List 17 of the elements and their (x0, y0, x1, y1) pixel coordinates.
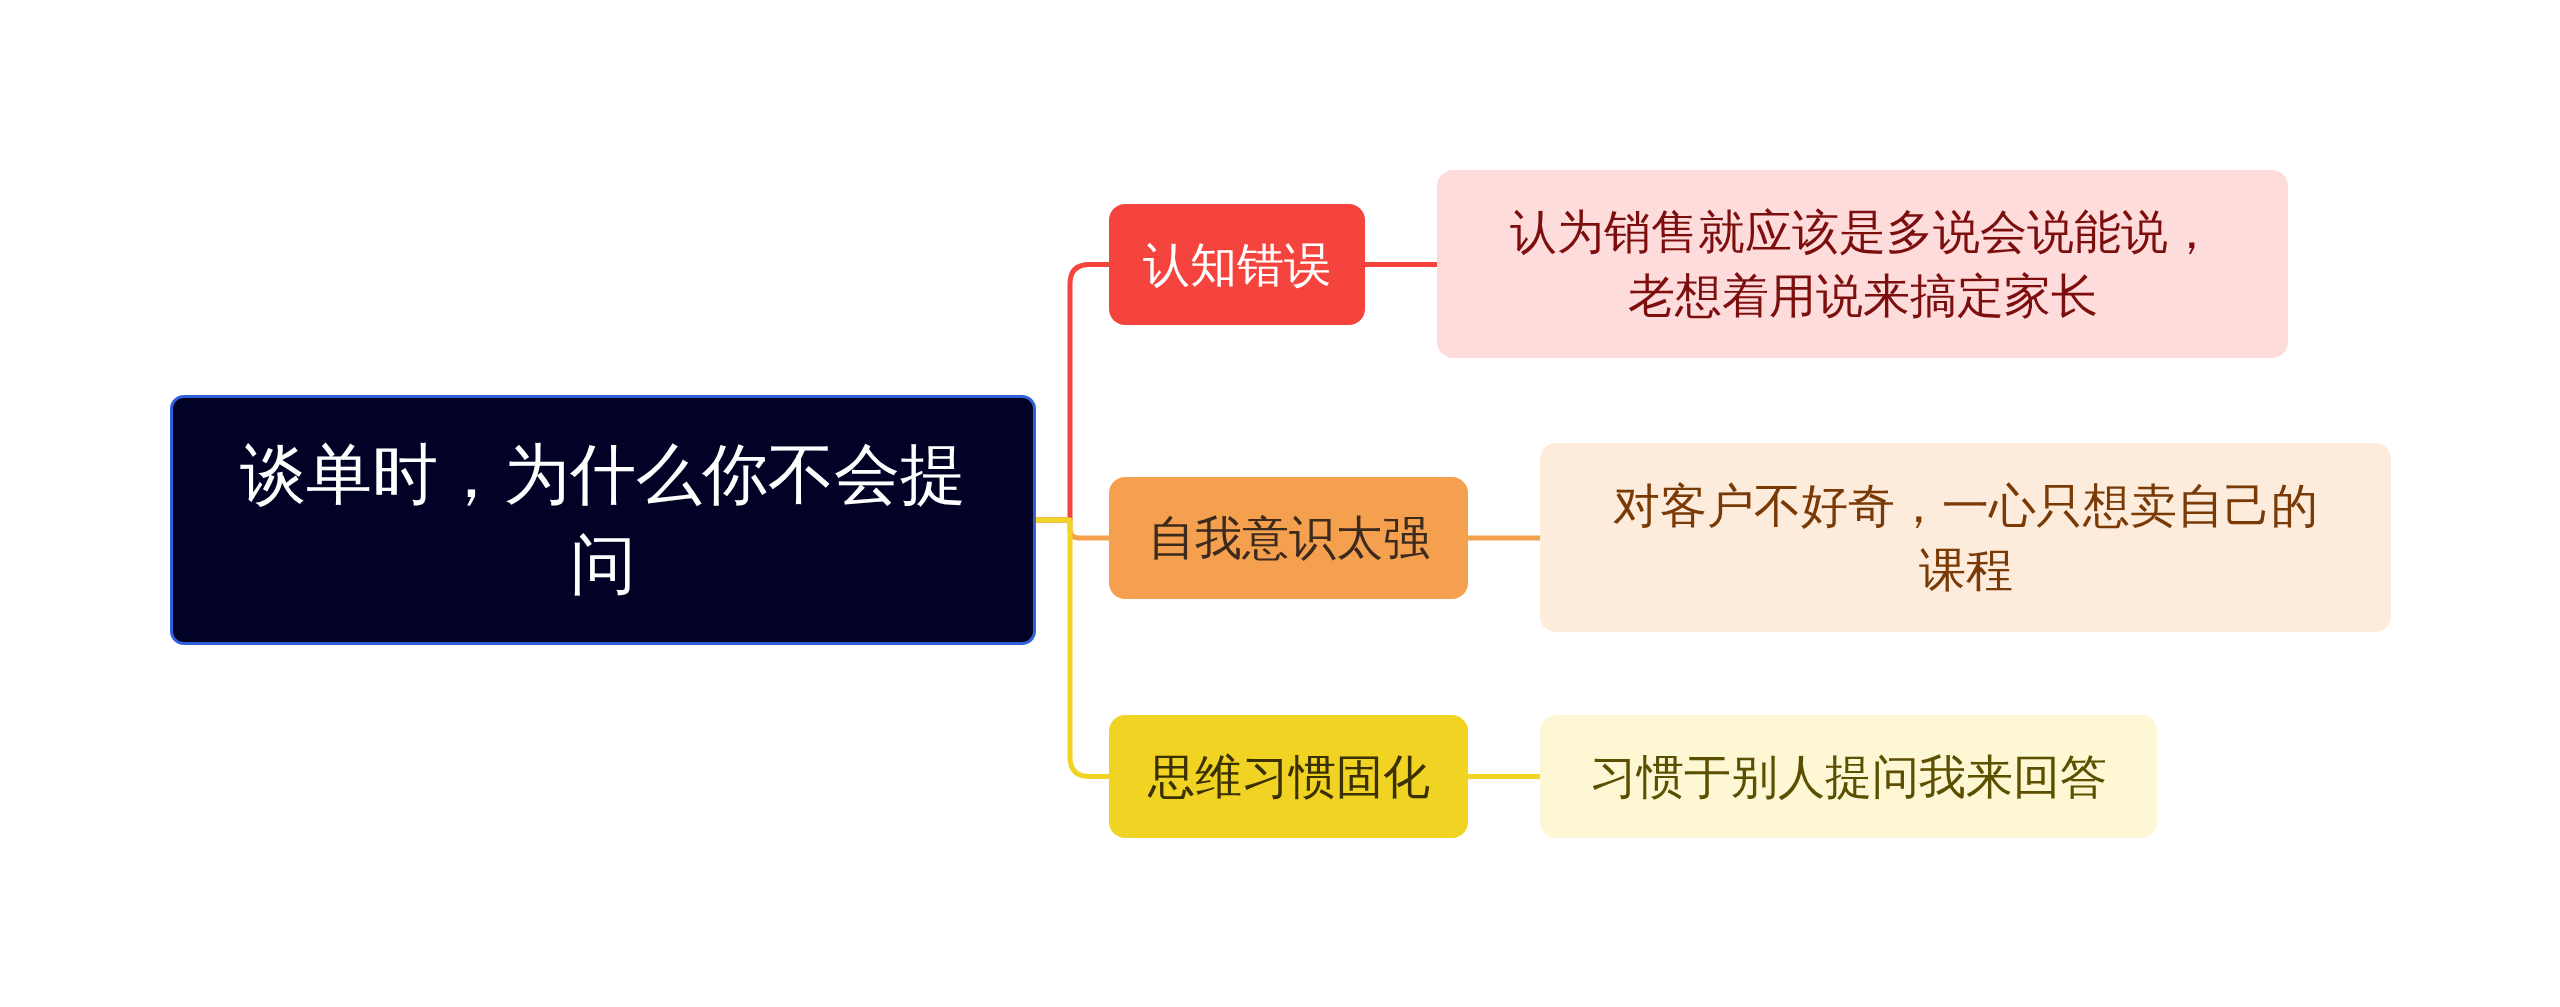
subtopic-text: 认为销售就应该是多说会说能说，老想着用说来搞定家长 (1509, 203, 2216, 325)
subtopic-box (1540, 715, 2157, 838)
subtopic-box (1540, 443, 2391, 632)
subtopic-box (1437, 170, 2288, 358)
connector-line (1468, 535, 1540, 541)
branch-topic-text: 认知错误 (1143, 235, 1331, 294)
subtopic-text: 对客户不好奇，一心只想卖自己的课程 (1612, 476, 2319, 599)
subtopic-text: 习惯于别人提问我来回答 (1590, 747, 2107, 806)
branch-topic-box (1109, 204, 1365, 325)
branch-topic-box (1109, 715, 1468, 838)
connector-line (1468, 774, 1540, 779)
branch-topic-text: 思维习惯固化 (1147, 747, 1430, 806)
connector-line (1365, 262, 1437, 267)
central-topic-box (170, 395, 1036, 645)
central-topic-text: 谈单时，为什么你不会提问 (239, 435, 967, 605)
branch-topic-box (1109, 477, 1468, 599)
branch-topic-text: 自我意识太强 (1147, 509, 1430, 568)
